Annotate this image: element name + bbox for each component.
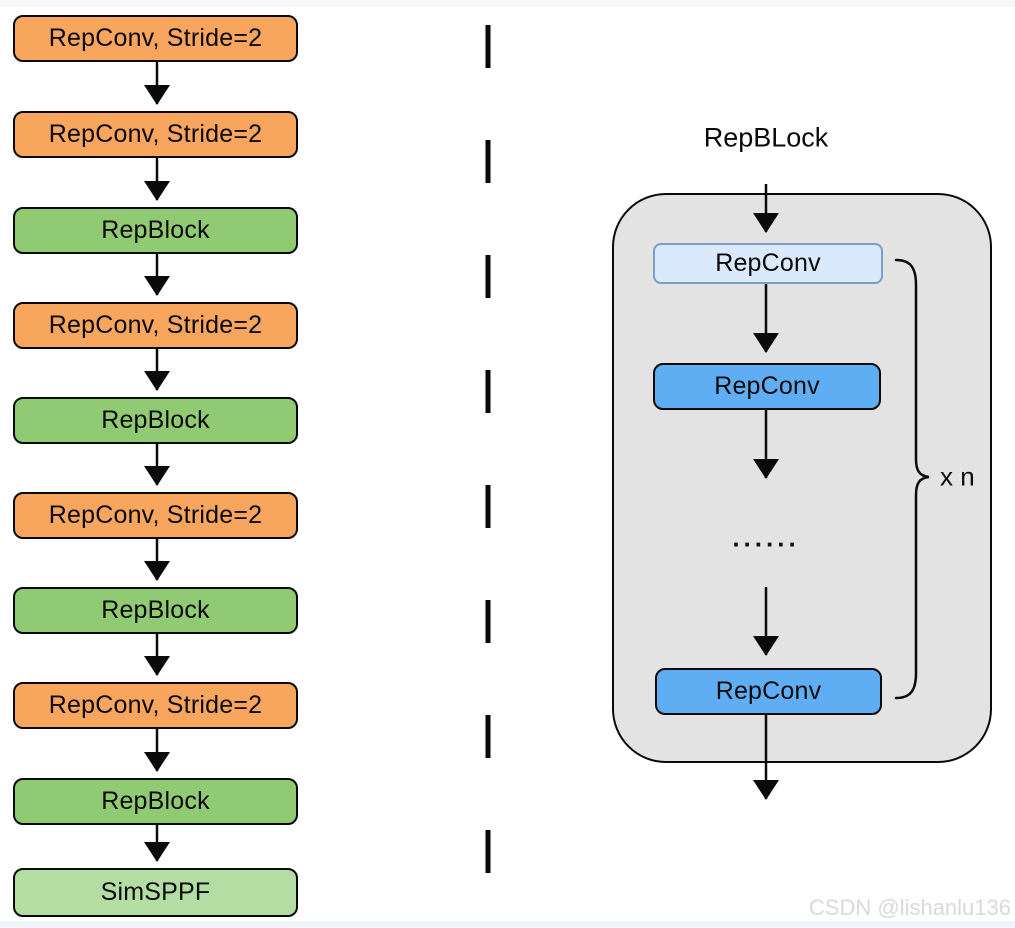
detail-block-repconv-last: RepConv [655, 668, 882, 715]
repeat-count-label: x n [940, 461, 975, 492]
backbone-block-simsppf: SimSPPF [13, 868, 298, 917]
detail-ellipsis: ...... [732, 522, 800, 553]
page-edge-top [0, 0, 1015, 7]
backbone-block-repconv-1: RepConv, Stride=2 [13, 15, 298, 62]
watermark: CSDN @lishanlu136 [808, 895, 1011, 920]
page-edge-bottom [0, 921, 1015, 928]
backbone-block-repconv-5: RepConv, Stride=2 [13, 682, 298, 729]
detail-block-repconv-middle: RepConv [653, 363, 881, 410]
backbone-block-repconv-4: RepConv, Stride=2 [13, 492, 298, 539]
backbone-block-repconv-3: RepConv, Stride=2 [13, 302, 298, 349]
detail-title: RepBLock [703, 122, 829, 153]
backbone-block-repblock-2: RepBlock [13, 397, 298, 444]
backbone-block-repblock-3: RepBlock [13, 587, 298, 634]
backbone-block-repblock-1: RepBlock [13, 207, 298, 254]
repeat-brace [894, 258, 930, 700]
detail-block-repconv-first: RepConv [653, 243, 883, 284]
backbone-block-repblock-4: RepBlock [13, 778, 298, 825]
backbone-block-repconv-2: RepConv, Stride=2 [13, 111, 298, 158]
